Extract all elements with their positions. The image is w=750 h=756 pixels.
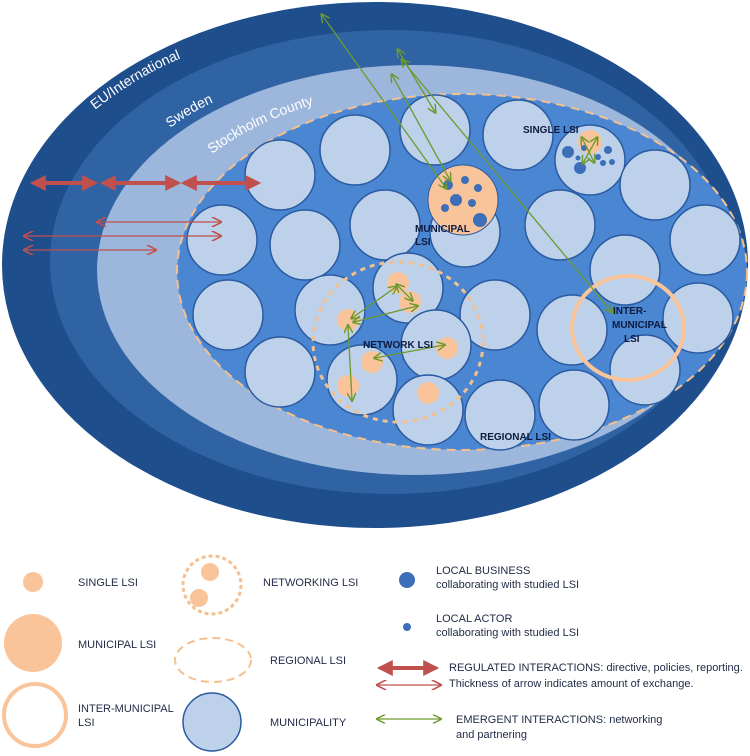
legend-inter-municipal-icon: [2, 682, 68, 748]
single-lsi-dot: [337, 375, 359, 397]
legend-regulated-2: Thickness of arrow indicates amount of e…: [449, 678, 694, 690]
local-business-dot: [468, 199, 476, 207]
emergent-arrow: [402, 60, 612, 312]
inter-municipal-lsi-ring: [570, 274, 686, 382]
local-actor-dot: [604, 146, 612, 154]
municipality: [589, 234, 661, 306]
municipality: [192, 279, 264, 351]
municipality: [662, 282, 734, 354]
municipality: [244, 336, 316, 408]
legend-networking-dot: [201, 563, 219, 581]
legend-municipality-icon: [182, 692, 242, 752]
municipality: [294, 274, 366, 346]
legend-regional-lsi-icon: [174, 637, 252, 683]
legend-local-business-2: collaborating with studied LSI: [436, 579, 579, 591]
network-lsi-ellipse: [311, 260, 485, 424]
local-actor-dot: [575, 155, 581, 161]
local-business-dot: [461, 176, 469, 184]
local-actor-dot: [600, 160, 606, 166]
municipality: [538, 369, 610, 441]
municipality: [319, 114, 391, 186]
legend-municipal-lsi: MUNICIPAL LSI: [78, 639, 156, 651]
municipality: [269, 209, 341, 281]
regional-lsi-label: REGIONAL LSI: [480, 432, 551, 443]
municipal-lsi-label-1: MUNICIPAL: [415, 224, 470, 235]
municipality: [349, 189, 421, 261]
local-business-dot: [473, 213, 487, 227]
local-business-dot: [562, 146, 574, 158]
legend-inter-municipal-2: LSI: [78, 717, 95, 729]
emergent-arrow: [354, 306, 417, 322]
regulated-interactions: [25, 175, 262, 250]
legend-networking-lsi-icon: [181, 554, 243, 616]
emergent-arrow: [583, 138, 597, 163]
emergent-arrow: [348, 326, 352, 400]
legend-regulated-1: REGULATED INTERACTIONS: directive, polic…: [449, 662, 743, 674]
network-lsi-label: NETWORK LSI: [363, 340, 433, 351]
single-lsi-dot: [417, 382, 439, 404]
municipality: [619, 149, 691, 221]
legend-local-business-icon: [399, 572, 415, 588]
legend-local-actor-icon: [403, 623, 411, 631]
legend-single-lsi: SINGLE LSI: [78, 577, 138, 589]
municipality: [464, 379, 536, 451]
legend-single-lsi-icon: [23, 572, 43, 592]
legend-emergent-2: and partnering: [456, 729, 527, 741]
local-business-dot: [441, 204, 449, 212]
municipal-lsi-label-2: LSI: [415, 237, 431, 248]
emergent-arrow: [397, 285, 412, 300]
legend-local-actor-1: LOCAL ACTOR: [436, 613, 512, 625]
legend-regional-lsi: REGIONAL LSI: [270, 655, 346, 667]
municipality: [392, 374, 464, 446]
inter-municipal-label-3: LSI: [624, 334, 640, 345]
legend-local-actor-2: collaborating with studied LSI: [436, 627, 579, 639]
single-lsi-label: SINGLE LSI: [523, 125, 579, 136]
municipality: [669, 204, 741, 276]
legend-networking-dot: [190, 589, 208, 607]
inter-municipal-label-2: MUNICIPAL: [612, 320, 667, 331]
single-lsi-dot: [361, 351, 383, 373]
legend-municipality: MUNICIPALITY: [270, 717, 347, 729]
local-business-dot: [450, 194, 462, 206]
emergent-arrow: [375, 345, 444, 358]
legend-municipal-lsi-icon: [4, 614, 62, 672]
legend-emergent-1: EMERGENT INTERACTIONS: networking: [456, 714, 662, 726]
municipality: [186, 204, 258, 276]
legend-networking-lsi: NETWORKING LSI: [263, 577, 358, 589]
local-business-dot: [474, 184, 482, 192]
single-lsi-dot: [436, 337, 458, 359]
local-business-dot: [574, 162, 586, 174]
local-actor-dot: [609, 159, 615, 165]
legend-inter-municipal-1: INTER-MUNICIPAL: [78, 703, 174, 715]
inter-municipal-label-1: INTER-: [613, 306, 646, 317]
legend: SINGLE LSI MUNICIPAL LSI INTER-MUNICIPAL…: [2, 554, 743, 752]
municipality: [244, 139, 316, 211]
municipality: [609, 334, 681, 406]
local-actor-dot: [595, 154, 601, 160]
emergent-interactions: [322, 15, 612, 400]
legend-local-business-1: LOCAL BUSINESS: [436, 565, 530, 577]
